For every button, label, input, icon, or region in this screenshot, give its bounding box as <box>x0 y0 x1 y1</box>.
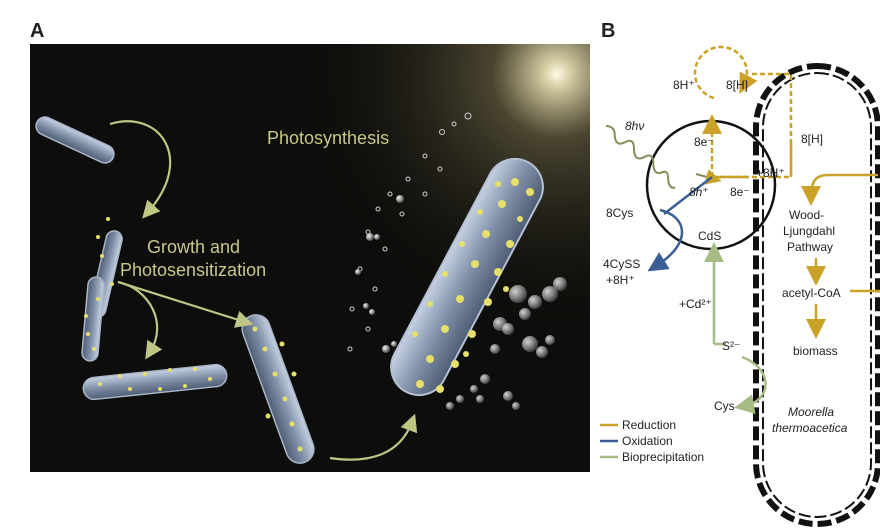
bioprecipitation-arrows <box>704 242 767 415</box>
panel-a-letter: A <box>30 20 45 42</box>
reduction-arrows <box>693 45 880 339</box>
proton-top-label: 8H⁺ <box>673 78 695 92</box>
legend-label-oxidation: Oxidation <box>622 434 673 448</box>
acetyl-coa-label: acetyl-CoA <box>782 286 841 300</box>
pathway-label-line2: Ljungdahl <box>783 224 835 238</box>
organism-label-line2: thermoacetica <box>772 421 848 435</box>
hole-label: 8h⁺ <box>689 185 709 199</box>
electron-right-label: 8e⁻ <box>730 185 750 199</box>
photosensitization-arrow <box>117 280 254 328</box>
organism-label-line1: Moorella <box>788 405 834 419</box>
cys-label: 8Cys <box>606 206 633 220</box>
cell-inner-membrane <box>762 72 872 518</box>
bacterium-cell <box>35 116 115 164</box>
legend-label-reduction: Reduction <box>622 418 676 432</box>
growth-label-line1: Growth and <box>147 237 240 257</box>
pathway-label-line3: Pathway <box>787 240 833 254</box>
cyss-label-line2: +8H⁺ <box>606 273 635 287</box>
sulfide-label: S²⁻ <box>722 339 740 353</box>
hydrogen-right-label: 8[H] <box>801 132 823 146</box>
growth-arrows <box>109 120 418 461</box>
panel-a-illustration: Photosynthesis Growth and Photosensitiza… <box>30 44 590 472</box>
bacterium-cell <box>82 363 228 401</box>
panel-b-diagram: 8hν 8H⁺ 8[H] 8[H] 8e⁻ 8e⁻ +8H⁺ 8h⁺ 8Cys … <box>600 45 880 527</box>
nanoparticle-clusters <box>355 195 567 410</box>
growth-label-line2: Photosensitization <box>120 260 266 280</box>
cds-nanoparticles <box>84 178 534 452</box>
electron-up-label: 8e⁻ <box>694 135 714 149</box>
light-label: 8hν <box>625 119 644 133</box>
panel-b-letter: B <box>601 20 616 42</box>
bacterium-cell-large <box>390 157 544 397</box>
cell-outer-membrane <box>753 63 880 527</box>
cys-bottom-label: Cys <box>714 399 735 413</box>
light-wave <box>605 125 676 189</box>
cyss-label-line1: 4CySS <box>603 257 640 271</box>
legend-label-bioprecipitation: Bioprecipitation <box>622 450 704 464</box>
nanoparticle-bubbles <box>347 112 472 352</box>
legend: Reduction Oxidation Bioprecipitation <box>600 418 704 464</box>
cd-label: +Cd²⁺ <box>679 297 712 311</box>
oxidation-arrow <box>647 208 684 272</box>
hole-arrow <box>663 176 713 215</box>
growth-arrow <box>109 120 172 219</box>
photosynthesis-label: Photosynthesis <box>267 128 389 148</box>
pathway-label-line1: Wood- <box>789 208 824 222</box>
cds-label: CdS <box>698 229 721 243</box>
biomass-label: biomass <box>793 344 838 358</box>
hydrogen-top-label: 8[H] <box>726 78 748 92</box>
proton-mid-label: +8H⁺ <box>756 166 785 180</box>
photosynthesis-arrow <box>329 413 418 461</box>
